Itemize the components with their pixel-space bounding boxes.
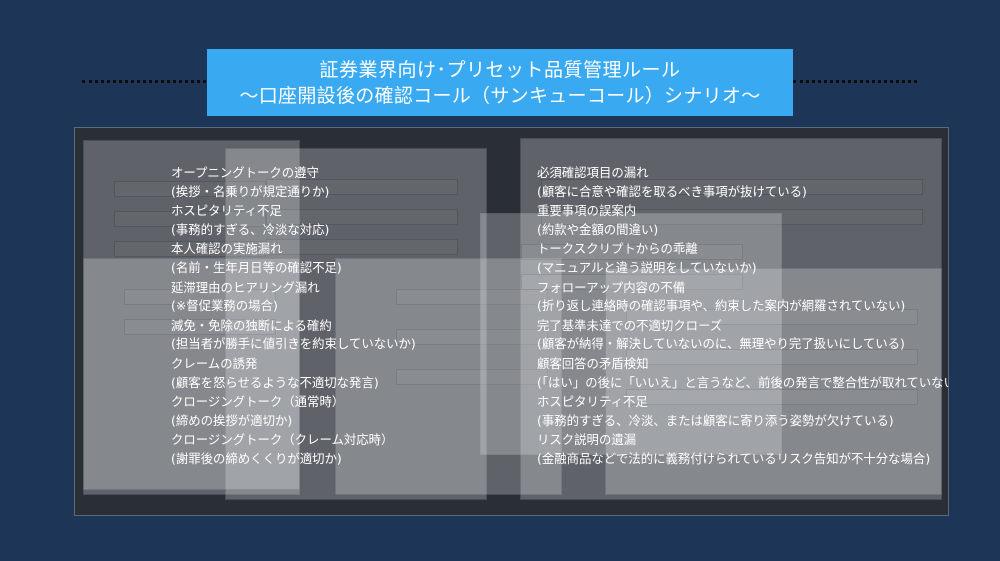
- rule-desc: (折り返し連絡時の確認事項や、約束した案内が網羅されていない): [537, 298, 906, 314]
- rule-item: 延滞理由のヒアリング漏れ (※督促業務の場合): [171, 279, 416, 316]
- rule-item: オープニングトークの遵守 (挨拶・名乗りが規定通りか): [171, 164, 416, 201]
- rule-title: 延滞理由のヒアリング漏れ: [171, 279, 320, 295]
- rule-desc: (名前・生年月日等の確認不足): [171, 259, 342, 275]
- rule-item: 完了基準未達での不適切クローズ (顧客が納得・解決していないのに、無理やり完了扱…: [537, 317, 948, 354]
- left-rule-list: オープニングトークの遵守 (挨拶・名乗りが規定通りか) ホスピタリティ不足 (事…: [171, 164, 416, 470]
- rule-title: クロージングトーク（通常時）: [171, 394, 345, 410]
- title-line-1: 証券業界向け･プリセット品質管理ルール: [319, 58, 681, 81]
- rule-title: トークスクリプトからの乖離: [537, 241, 698, 257]
- rule-desc: (金融商品などで法的に義務付けられているリスク告知が不十分な場合): [537, 450, 931, 466]
- title-line-2: ～口座開設後の確認コール（サンキューコール）シナリオ～: [239, 84, 761, 107]
- background-screenshot: [225, 148, 487, 500]
- rule-desc: (謝罪後の締めくくりが適切か): [171, 450, 342, 466]
- rule-desc: (顧客に合意や確認を取るべき事項が抜けている): [537, 183, 807, 199]
- rule-item: トークスクリプトからの乖離 (マニュアルと違う説明をしていないか): [537, 240, 948, 277]
- background-screenshot: [605, 268, 942, 495]
- rule-item: 顧客回答の矛盾検知 (「はい」の後に「いいえ」と言うなど、前後の発言で整合性が取…: [537, 355, 949, 392]
- title-banner: 証券業界向け･プリセット品質管理ルール ～口座開設後の確認コール（サンキューコー…: [207, 49, 793, 116]
- dotted-divider-left: [82, 80, 206, 83]
- dotted-divider-right: [793, 80, 917, 83]
- rule-title: 必須確認項目の漏れ: [537, 165, 649, 180]
- background-screenshot: [83, 140, 300, 495]
- rule-item: クロージングトーク（クレーム対応時） (謝罪後の締めくくりが適切か): [171, 431, 416, 468]
- rule-title: ホスピタリティ不足: [537, 394, 648, 410]
- rule-item: ホスピタリティ不足 (事務的すぎる、冷淡、または顧客に寄り添う姿勢が欠けている): [537, 393, 948, 430]
- rule-title: 減免・免除の独断による確約: [171, 317, 332, 333]
- rule-title: オープニングトークの遵守: [171, 165, 319, 180]
- rule-title: 完了基準未達での不適切クローズ: [537, 317, 723, 333]
- rule-title: リスク説明の遺漏: [537, 432, 637, 448]
- background-screenshot: [83, 258, 300, 490]
- rule-desc: (約款や金額の間違い): [537, 221, 659, 237]
- rule-title: 重要事項の誤案内: [537, 203, 637, 219]
- rule-item: 減免・免除の独断による確約 (担当者が勝手に値引きを約束していないか): [171, 317, 416, 354]
- rule-desc: (事務的すぎる、冷淡な対応): [171, 221, 330, 237]
- rule-desc: (マニュアルと違う説明をしていないか): [537, 259, 757, 275]
- background-screenshot: [480, 213, 782, 455]
- rule-title: クロージングトーク（クレーム対応時）: [171, 432, 394, 448]
- rule-item: ホスピタリティ不足 (事務的すぎる、冷淡な対応): [171, 202, 416, 239]
- rule-title: 本人確認の実施漏れ: [171, 241, 283, 257]
- rule-desc: (※督促業務の場合): [171, 298, 278, 314]
- rule-title: 顧客回答の矛盾検知: [537, 355, 649, 371]
- rule-item: リスク説明の遺漏 (金融商品などで法的に義務付けられているリスク告知が不十分な場…: [537, 431, 948, 468]
- rule-desc: (「はい」の後に「いいえ」と言うなど、前後の発言で整合性が取れていない): [537, 374, 949, 390]
- rule-desc: (顧客が納得・解決していないのに、無理やり完了扱いにしている): [537, 336, 905, 352]
- rule-title: フォローアップ内容の不備: [537, 279, 686, 295]
- rule-item: 本人確認の実施漏れ (名前・生年月日等の確認不足): [171, 240, 416, 277]
- rules-panel: オープニングトークの遵守 (挨拶・名乗りが規定通りか) ホスピタリティ不足 (事…: [74, 127, 949, 516]
- rule-item: 重要事項の誤案内 (約款や金額の間違い): [537, 202, 948, 239]
- background-screenshot: [520, 138, 942, 500]
- rule-desc: (事務的すぎる、冷淡、または顧客に寄り添う姿勢が欠けている): [537, 412, 894, 428]
- rule-item: クロージングトーク（通常時） (締めの挨拶が適切か): [171, 393, 416, 430]
- rule-desc: (顧客を怒らせるような不適切な発言): [171, 374, 379, 390]
- rule-item: 必須確認項目の漏れ (顧客に合意や確認を取るべき事項が抜けている): [537, 164, 948, 201]
- rule-title: クレームの誘発: [171, 355, 258, 371]
- rule-desc: (挨拶・名乗りが規定通りか): [171, 183, 330, 199]
- right-rule-list: 必須確認項目の漏れ (顧客に合意や確認を取るべき事項が抜けている) 重要事項の誤…: [537, 164, 949, 470]
- rule-desc: (締めの挨拶が適切か): [171, 412, 293, 428]
- rule-item: クレームの誘発 (顧客を怒らせるような不適切な発言): [171, 355, 416, 392]
- background-screenshot: [335, 258, 562, 495]
- rule-desc: (担当者が勝手に値引きを約束していないか): [171, 336, 416, 352]
- rule-title: ホスピタリティ不足: [171, 203, 282, 219]
- rule-item: フォローアップ内容の不備 (折り返し連絡時の確認事項や、約束した案内が網羅されて…: [537, 279, 948, 316]
